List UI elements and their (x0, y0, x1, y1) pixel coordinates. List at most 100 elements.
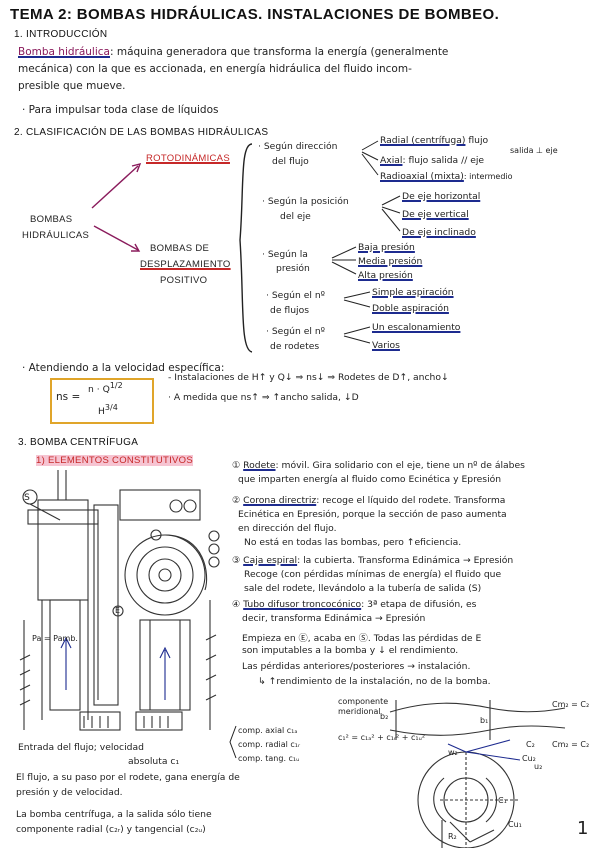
ns-den-base: H (98, 406, 105, 418)
blade-profile-bottom (389, 725, 566, 736)
impeller (148, 558, 182, 592)
label-b1: b₁ (480, 716, 489, 725)
flujo-line-2: presión y de velocidad. (16, 787, 123, 798)
definition-text-1: : máquina generadora que transforma la e… (109, 46, 449, 58)
element-3-text-1: : la cubierta. Transforma Edinámica → Ep… (297, 555, 514, 566)
option-inclinado: De eje inclinado (402, 227, 476, 238)
salida-line-2: componente radial (c₂ᵣ) y tangencial (c₂… (16, 824, 206, 835)
ns-bullet-2: · A medida que ns↑ ⇒ ↑ancho salida, ↓D (168, 392, 359, 403)
element-1-number: ① (232, 460, 241, 471)
criterion-impellers-2: de rodetes (270, 341, 320, 352)
right-pump-shaft (139, 619, 191, 711)
entrada-line-1: Entrada del flujo; velocidad (18, 742, 144, 753)
label-c2: C₂ (526, 740, 535, 749)
criterion-flows-1: · Según el nº (266, 290, 326, 301)
losses-line-3: Las pérdidas anteriores/posteriores → in… (242, 661, 471, 672)
criterion-pressure-2: presión (276, 263, 310, 274)
pump-cross-section (19, 470, 220, 731)
criterion-position-2: del eje (280, 211, 311, 222)
diffuser-ring (136, 546, 194, 604)
element-2-line-2: Ecinética en Epresión, porque la sección… (238, 509, 507, 520)
ns-denominator: H3/4 (98, 403, 118, 417)
losses-line-1: Empieza en Ⓔ, acaba en Ⓢ. Todas las pérd… (242, 633, 482, 644)
left-pump-shaft (49, 599, 81, 711)
element-2-text-1: : recoge el líquido del rodete. Transfor… (316, 495, 506, 506)
desplazamiento-label-1: BOMBAS DE (150, 243, 210, 254)
option-radioaxial: Radioaxial (mixta): intermedio (380, 171, 513, 182)
label-b2: b₂ (380, 712, 389, 721)
element-1-line-2: que imparten energía al fluido como Ecin… (238, 474, 502, 485)
option-media: Media presión (358, 256, 423, 267)
element-2-line-3: en dirección del flujo. (238, 523, 337, 534)
option-axial: Axial: flujo salida // eje (380, 155, 484, 166)
component-tangential: comp. tang. c₁ᵤ (238, 754, 300, 763)
element-3-line-1: ③ Caja espiral: la cubierta. Transforma … (232, 555, 513, 566)
section-3-heading: 3. BOMBA CENTRÍFUGA (18, 437, 139, 448)
arrow-to-roto (91, 165, 139, 209)
components-brace (229, 725, 237, 759)
label-cm2-b: Cm₂ = C₂ (552, 740, 590, 749)
rotodinamicas-label: ROTODINÁMICAS (146, 153, 230, 164)
section-3-sub: 1) ELEMENTOS CONSTITUTIVOS (36, 455, 194, 466)
label-c1: C₁ (498, 796, 507, 805)
label-cu2: Cu₂ (522, 754, 536, 763)
label-E: E (115, 606, 121, 615)
criterion-pressure-1: · Según la (262, 249, 308, 260)
option-axial-note: : flujo salida // eje (402, 155, 485, 166)
component-equation: c₁² = c₁ₐ² + c₁ᵣ² + c₁ᵤ² (338, 733, 426, 742)
blade-profile-top (389, 702, 566, 713)
flujo-line-1: El flujo, a su paso por el rodete, gana … (16, 772, 240, 783)
element-3-title: Caja espiral (243, 555, 298, 566)
element-4-title: Tubo difusor troncocónico (243, 599, 362, 610)
element-4-line-2: decir, transforma Edinámica → Epresión (242, 613, 426, 624)
root-label-2: HIDRÁULICAS (22, 230, 90, 241)
arrow-to-desp (93, 225, 139, 251)
element-2-number: ② (232, 495, 241, 506)
label-r2: R₂ (448, 832, 457, 841)
branch-arrows (331, 140, 401, 344)
option-simple: Simple aspiración (372, 287, 454, 298)
option-axial-name: Axial (380, 155, 403, 166)
entrada-line-2: absoluta c₁ (128, 756, 180, 767)
element-3-line-3: sale del rodete, llevándolo a la tubería… (244, 583, 482, 594)
option-doble: Doble aspiración (372, 303, 449, 314)
element-4-line-1: ④ Tubo difusor troncocónico: 3ª etapa de… (232, 599, 476, 610)
option-vertical: De eje vertical (402, 209, 469, 220)
criterion-direction-2: del flujo (272, 156, 309, 167)
label-cu1: Cu₁ (508, 820, 522, 829)
losses-line-4: ↳ ↑rendimiento de la instalación, no de … (258, 676, 491, 687)
option-baja: Baja presión (358, 242, 415, 253)
element-4-text-1: : 3ª etapa de difusión, es (361, 599, 477, 610)
root-label-1: BOMBAS (30, 214, 73, 225)
element-3-line-2: Recoge (con pérdidas mínimas de energía)… (244, 569, 502, 580)
losses-line-2: son imputables a la bomba y ↓ el rendimi… (242, 645, 459, 656)
element-1-title: Rodete (243, 460, 276, 471)
definition-line-3: presible que mueve. (18, 80, 126, 92)
option-radial-note-2: salida ⊥ eje (510, 146, 558, 155)
right-pump-top (119, 489, 201, 521)
page-number: 1 (577, 818, 589, 839)
option-radioaxial-name: Radioaxial (mixta) (380, 171, 464, 182)
label-cm2: Cm₂ = C₂ (552, 700, 590, 709)
ns-intro: · Atendiendo a la velocidad específica: (22, 362, 225, 374)
label-u2: u₂ (534, 762, 543, 771)
component-axial: comp. axial c₁ₐ (238, 726, 298, 735)
section-2-heading: 2. CLASIFICACIÓN DE LAS BOMBAS HIDRÁULIC… (14, 127, 269, 138)
element-1-text-1: : móvil. Gira solidario con el eje, tien… (275, 460, 525, 471)
ns-bullet-1: - Instalaciones de H↑ y Q↓ ⇒ ns↓ ⇒ Rodet… (168, 372, 449, 383)
criterion-impellers-1: · Según el nº (266, 326, 326, 337)
element-4-number: ④ (232, 599, 241, 610)
main-brace (239, 143, 253, 353)
meridional-note-1: componente (338, 697, 389, 706)
label-pa: Pa = Pamb. (32, 634, 78, 643)
element-3-number: ③ (232, 555, 241, 566)
desplazamiento-label-3: POSITIVO (160, 275, 208, 286)
element-2-line-1: ② Corona directriz: recoge el líquido de… (232, 495, 505, 506)
definition-term: Bomba hidráulica (18, 46, 110, 58)
right-pump-base (135, 711, 183, 731)
option-radial-name: Radial (centrífuga) (380, 135, 466, 146)
velocity-diagram (389, 700, 566, 848)
criterion-direction-1: · Según dirección (258, 141, 338, 152)
section-3-sub-text: 1) ELEMENTOS CONSTITUTIVOS (36, 455, 194, 466)
